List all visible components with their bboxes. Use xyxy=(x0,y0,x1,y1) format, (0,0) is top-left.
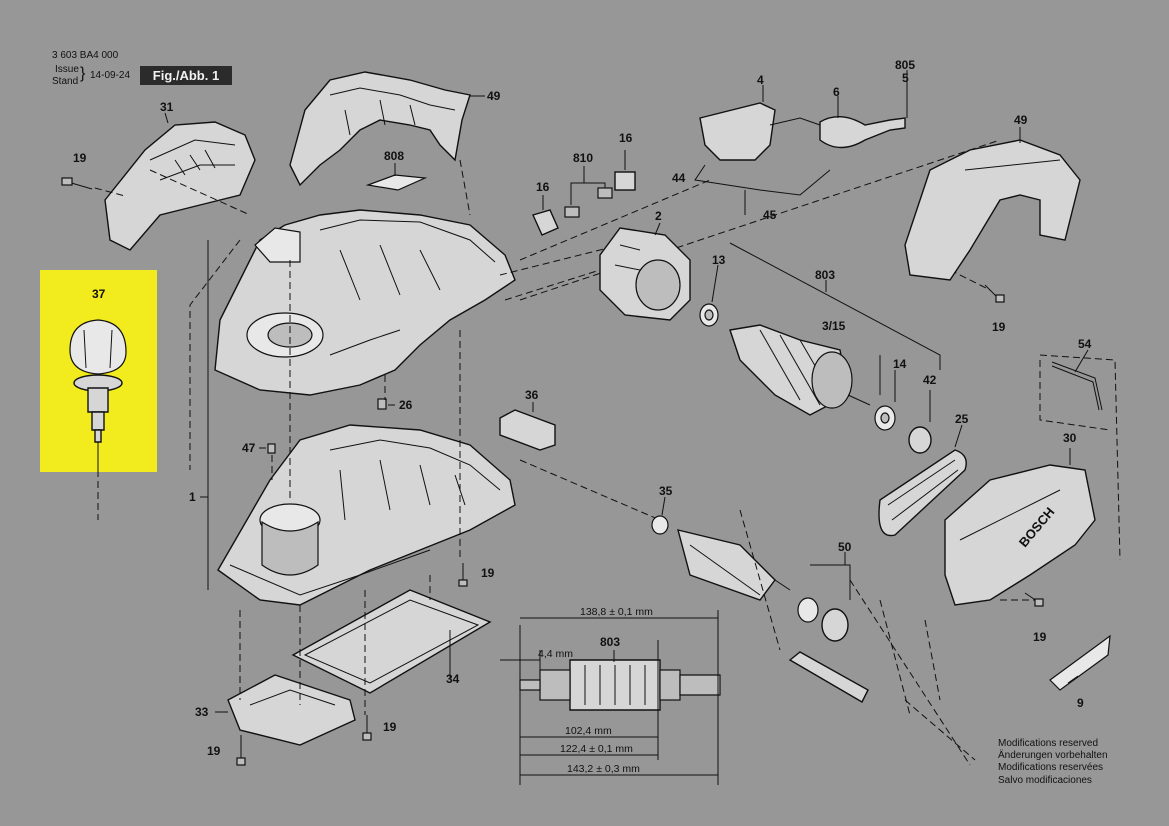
label-25: 25 xyxy=(955,412,969,426)
base-housing-part xyxy=(217,424,516,606)
armature-part xyxy=(699,303,932,454)
label-35: 35 xyxy=(659,484,673,498)
drum-dashes xyxy=(739,509,976,766)
dim-138: 138,8 ± 0,1 mm xyxy=(580,606,653,618)
label-4: 4 xyxy=(757,73,764,87)
label-26: 26 xyxy=(399,398,413,412)
label-1: 1 xyxy=(189,490,196,504)
switch-cable-part xyxy=(694,70,908,215)
label-49-a: 49 xyxy=(487,89,501,103)
bracket-803-armature xyxy=(711,242,941,422)
part-number: 3 603 BA4 000 xyxy=(52,50,119,61)
dim-102: 102,4 mm xyxy=(565,725,612,737)
label-31: 31 xyxy=(160,100,174,114)
main-housing-part xyxy=(214,209,516,396)
issue-label: Issue xyxy=(55,64,79,75)
belt-part xyxy=(878,424,967,537)
label-3-15: 3/15 xyxy=(822,319,846,333)
label-49-b: 49 xyxy=(1014,113,1028,127)
label-16-a: 16 xyxy=(619,131,633,145)
label-9: 9 xyxy=(1077,696,1084,710)
dim-4-4: 4,4 mm xyxy=(538,648,573,660)
label-42: 42 xyxy=(923,373,937,387)
label-13: 13 xyxy=(712,253,726,267)
label-16-b: 16 xyxy=(536,180,550,194)
label-19-a: 19 xyxy=(73,151,87,165)
label-33: 33 xyxy=(195,705,209,719)
screw-47 xyxy=(267,443,276,454)
screw-19-handle xyxy=(984,284,1005,303)
label-30: 30 xyxy=(1063,431,1077,445)
label-36: 36 xyxy=(525,388,539,402)
label-6: 6 xyxy=(833,85,840,99)
screw19-leader xyxy=(94,187,126,197)
screw-19-cover xyxy=(1024,592,1044,607)
dim-143: 143,2 ± 0,3 mm xyxy=(567,763,640,775)
dimension-drawing xyxy=(500,610,721,785)
label-54: 54 xyxy=(1078,337,1092,351)
top-housing-part xyxy=(289,71,471,187)
label-37: 37 xyxy=(92,287,106,301)
sole-33 xyxy=(227,674,356,746)
label-803-b: 803 xyxy=(600,635,620,649)
label-19-c: 19 xyxy=(481,566,495,580)
figure-label: Fig./Abb. 1 xyxy=(140,66,232,85)
plate-34 xyxy=(291,589,492,694)
clip-36 xyxy=(499,409,556,451)
dim-122: 122,4 ± 0,1 mm xyxy=(560,743,633,755)
blade-9 xyxy=(1049,634,1111,691)
dimension-labels: 138,8 ± 0,1 mm 4,4 mm 102,4 mm 122,4 ± 0… xyxy=(538,606,653,775)
field-part xyxy=(599,227,691,321)
knob-part xyxy=(69,319,127,470)
label-34: 34 xyxy=(446,672,460,686)
label-45: 45 xyxy=(763,208,777,222)
label-19-b: 19 xyxy=(992,320,1006,334)
brace: } xyxy=(80,65,86,82)
screw-26 xyxy=(377,398,387,410)
note-fr: Modifications reservées xyxy=(998,762,1104,774)
assembly-lines xyxy=(149,139,1121,715)
leader-9 xyxy=(1067,675,1079,684)
label-50: 50 xyxy=(838,540,852,554)
leader-31 xyxy=(164,112,169,124)
key-54 xyxy=(1051,349,1103,411)
handle-part xyxy=(904,127,1081,281)
drum-part xyxy=(651,496,869,703)
brush-parts xyxy=(532,150,636,236)
sticker-808 xyxy=(365,174,428,191)
stand-label: Stand xyxy=(52,76,79,87)
leader-2 xyxy=(654,222,661,236)
label-808: 808 xyxy=(384,149,404,163)
note-es: Salvo modificaciones xyxy=(998,774,1092,786)
label-805: 805 xyxy=(895,58,915,72)
part-labels: 37 31 19 49 808 810 16 16 2 4 6 805 5 44… xyxy=(73,58,1092,758)
label-14: 14 xyxy=(893,357,907,371)
note-de: Änderungen vorbehalten xyxy=(998,750,1108,762)
label-803-a: 803 xyxy=(815,268,835,282)
note-en: Modifications reserved xyxy=(998,738,1099,749)
belt-cover-part: BOSCH xyxy=(944,448,1096,606)
label-2: 2 xyxy=(655,209,662,223)
modifications-notes: Modifications reserved Änderungen vorbeh… xyxy=(998,738,1108,787)
label-19-f: 19 xyxy=(383,720,397,734)
label-19-e: 19 xyxy=(207,744,221,758)
label-19-d: 19 xyxy=(1033,630,1047,644)
cover-part xyxy=(61,121,256,251)
label-47: 47 xyxy=(242,441,256,455)
label-5: 5 xyxy=(902,71,909,85)
issue-date: 14-09-24 xyxy=(90,70,131,81)
label-44: 44 xyxy=(672,171,686,185)
screw-19-bottom xyxy=(236,563,468,766)
label-810: 810 xyxy=(573,151,593,165)
